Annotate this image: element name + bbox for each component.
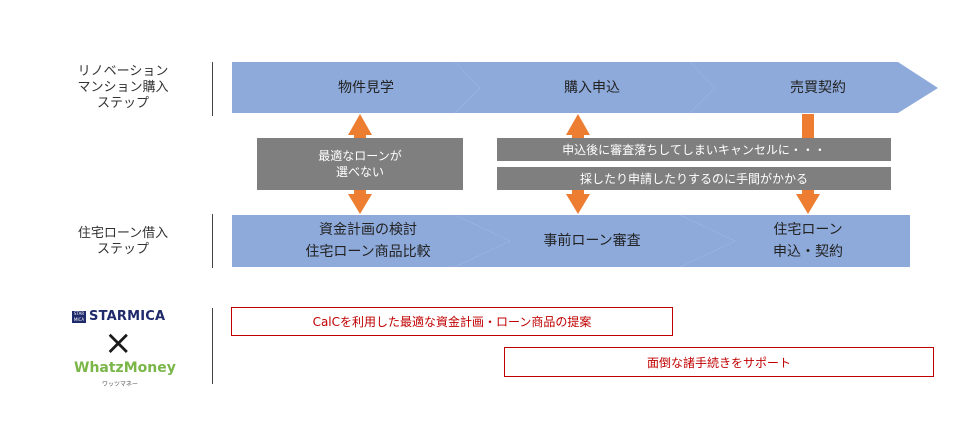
renovation-step-3: 売買契約 — [790, 80, 846, 96]
loan-step-3-line: 住宅ローン — [773, 222, 843, 238]
renovation-divider — [212, 62, 213, 116]
starmica-wordmark: STARMICA — [89, 309, 166, 324]
solution-box-planning: CalCを利用した最適な資金計画・ローン商品の提案 — [231, 307, 673, 336]
renovation-chevron-1 — [232, 62, 480, 113]
loan-label-line: 住宅ローン借入 — [77, 226, 169, 241]
loan-step-1: 資金計画の検討 住宅ローン商品比較 — [288, 219, 448, 263]
whatzmoney-wordmark: WhatzMoney — [74, 360, 176, 376]
problem-box-effort: 採したり申請したりするのに手間がかかる — [497, 167, 891, 190]
cross-icon: × — [104, 323, 133, 363]
problem-line: 最適なローンが — [318, 149, 402, 163]
loan-row-label: 住宅ローン借入 ステップ — [58, 226, 188, 258]
arrow-left-double — [348, 114, 372, 214]
loan-chevron-3 — [680, 215, 910, 267]
renovation-step-1: 物件見学 — [338, 80, 394, 96]
renovation-label-line: リノベーション — [77, 64, 169, 79]
loan-chevron-1 — [232, 215, 510, 267]
solution-box-procedures: 面倒な諸手続きをサポート — [504, 347, 934, 377]
problem-box-loan-choice: 最適なローンが 選べない — [257, 138, 463, 190]
loan-step-1-line: 住宅ローン商品比較 — [305, 244, 431, 260]
loan-label-line: ステップ — [96, 242, 149, 257]
loan-step-2-line: 事前ローン審査 — [543, 233, 641, 249]
renovation-chevron-3 — [690, 62, 938, 113]
renovation-label-line: ステップ — [96, 96, 149, 111]
partner-divider — [212, 308, 213, 384]
whatzmoney-kana: ワッツマネー — [102, 381, 139, 388]
loan-step-1-line: 資金計画の検討 — [319, 222, 417, 238]
arrow-right-down — [796, 114, 820, 214]
loan-step-3-line: 申込・契約 — [773, 244, 843, 260]
loan-step-2: 事前ローン審査 — [512, 230, 672, 252]
renovation-chevron-2 — [455, 62, 715, 113]
loan-chevron-2 — [455, 215, 735, 267]
problem-box-cancellation: 申込後に審査落ちしてしまいキャンセルに・・・ — [497, 138, 891, 161]
loan-step-3: 住宅ローン 申込・契約 — [728, 219, 888, 263]
starmica-mark-icon: STAR MICA — [72, 310, 86, 323]
problem-line: 選べない — [335, 165, 384, 179]
loan-divider — [212, 214, 213, 268]
renovation-step-2: 購入申込 — [564, 80, 620, 96]
renovation-row-label: リノベーション マンション購入 ステップ — [58, 64, 188, 112]
arrow-middle-double — [566, 114, 590, 214]
renovation-label-line: マンション購入 — [77, 80, 169, 95]
starmica-logo: STAR MICA STARMICA — [72, 309, 165, 324]
